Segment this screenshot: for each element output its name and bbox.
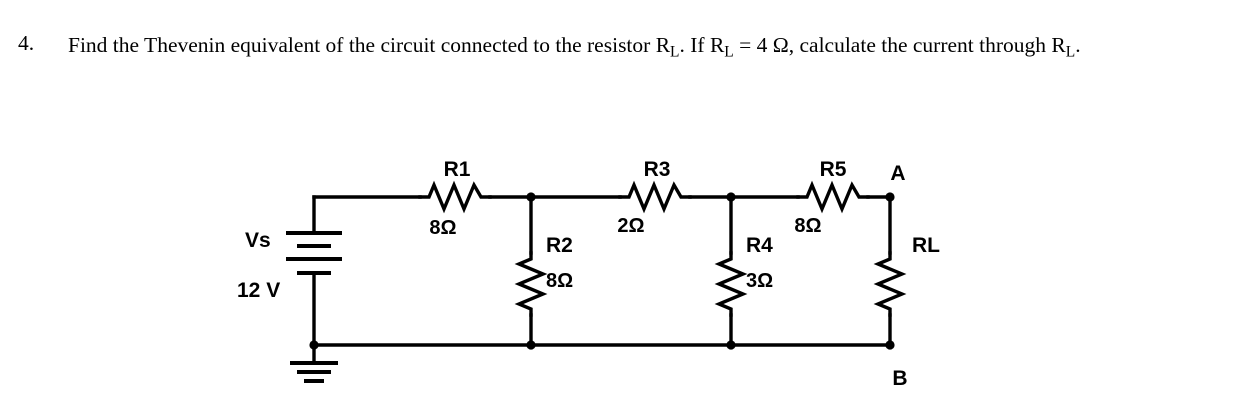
question-line1-part-c: = 4 Ω, calculate the xyxy=(733,33,908,57)
resistor-r1-name-label: R1 xyxy=(444,158,471,181)
resistor-r1-value-label: 8Ω xyxy=(429,217,456,239)
source-name-label: Vs xyxy=(245,229,271,252)
resistor-r5-value-label: 8Ω xyxy=(794,215,821,237)
junction-dot-node1-top xyxy=(526,192,536,202)
resistor-r3-zigzag xyxy=(618,180,692,214)
question-line1-subscript-1: L xyxy=(670,43,680,61)
resistor-rl-name-label: RL xyxy=(912,234,940,257)
resistor-r3-name-label: R3 xyxy=(644,158,671,181)
resistor-r4-value-label: 3Ω xyxy=(746,270,773,292)
question-line2-subscript: L xyxy=(1065,43,1076,61)
question-block: 4. Find the Thevenin equivalent of the c… xyxy=(0,24,1253,104)
question-line2-part-a: current through R xyxy=(912,33,1066,57)
question-line1-part-a: Find the Thevenin equivalent of the circ… xyxy=(68,33,671,57)
resistor-r4-name-label: R4 xyxy=(746,234,773,257)
resistor-r4-zigzag xyxy=(714,251,748,317)
resistor-r2-zigzag xyxy=(514,251,548,317)
resistor-r2-value-label: 8Ω xyxy=(546,270,573,292)
terminal-a-label: A xyxy=(890,162,905,185)
terminal-b-label: B xyxy=(892,367,907,390)
junction-dot-node2-bottom xyxy=(726,340,736,350)
resistor-r5-zigzag xyxy=(796,180,870,214)
source-value-label: 12 V xyxy=(237,279,280,302)
resistor-r3-value-label: 2Ω xyxy=(617,215,644,237)
resistor-r5-name-label: R5 xyxy=(820,158,847,181)
question-line1-subscript-2: L xyxy=(724,43,734,61)
question-text: Find the Thevenin equivalent of the circ… xyxy=(68,28,1236,69)
question-number: 4. xyxy=(18,31,35,55)
junction-dot-node2-top xyxy=(726,192,736,202)
resistor-r2-name-label: R2 xyxy=(546,234,573,257)
resistor-r1-zigzag xyxy=(418,180,492,214)
resistor-rl-zigzag xyxy=(873,251,907,317)
junction-dot-node-a xyxy=(885,192,895,202)
question-line2-part-b: . xyxy=(1075,33,1081,57)
junction-dot-ground xyxy=(309,340,319,350)
question-line1-part-b: . If R xyxy=(679,33,725,57)
junction-dot-node-b xyxy=(885,340,895,350)
junction-dot-node1-bottom xyxy=(526,340,536,350)
